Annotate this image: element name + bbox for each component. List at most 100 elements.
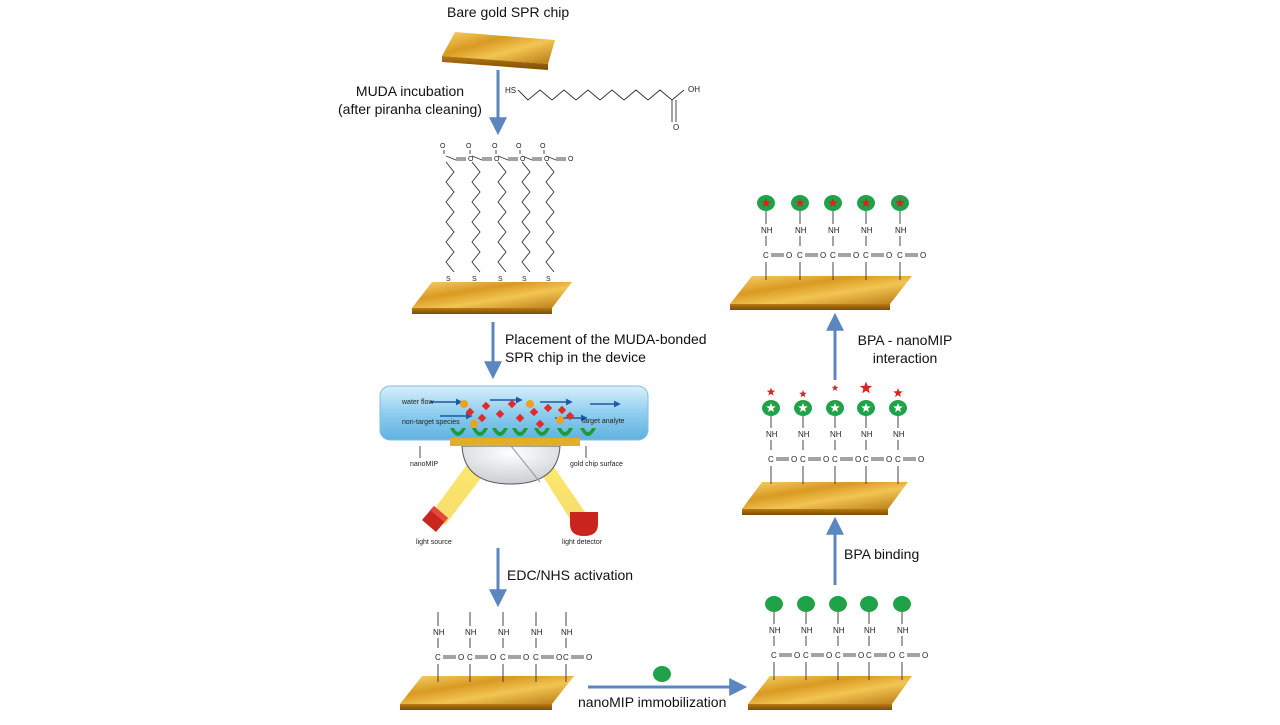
gold-chip-surface	[450, 438, 580, 446]
bare-chip-title: Bare gold SPR chip	[447, 4, 570, 20]
receptor	[472, 428, 488, 436]
linker-nanomip: C O NH	[769, 610, 800, 680]
carbon-label: C	[863, 455, 869, 464]
sam-o-label: O	[516, 143, 522, 150]
carbon-label: C	[563, 653, 569, 662]
target-analyte	[477, 413, 487, 423]
oxygen-label: O	[853, 251, 859, 260]
light-source	[422, 506, 448, 532]
carbon-label: C	[897, 251, 903, 260]
carbon-label: C	[863, 251, 869, 260]
nanomip-bead	[860, 596, 878, 612]
muda-label-1: MUDA incubation	[355, 83, 465, 99]
amine-label: NH	[561, 628, 573, 637]
carbon-label: C	[435, 653, 441, 662]
oxygen-label: O	[922, 651, 928, 660]
receptor	[557, 428, 573, 436]
placement-label-1: Placement of the MUDA-bonded	[505, 331, 707, 347]
target-analyte	[543, 403, 553, 413]
amine-label: NH	[531, 628, 543, 637]
oxygen-label: O	[826, 651, 832, 660]
bpa-star	[895, 198, 905, 207]
sulfur-label: S	[472, 276, 477, 283]
linker-activated: C O NH	[433, 612, 464, 682]
carbon-label: C	[803, 651, 809, 660]
oxygen-label: O	[889, 651, 895, 660]
non-target-particle	[460, 400, 468, 408]
gold-surface-label: gold chip surface	[570, 461, 623, 468]
oxygen-label: O	[523, 653, 529, 662]
sulfur-label: S	[446, 276, 451, 283]
sam-o2-label: O	[568, 156, 574, 163]
bpa-star	[830, 403, 840, 412]
carbon-label: C	[800, 455, 806, 464]
linker-nanomip: C O NH	[864, 610, 895, 680]
prism	[461, 445, 561, 485]
receptor	[580, 428, 596, 436]
target-analyte	[481, 401, 491, 411]
amine-label: NH	[766, 430, 778, 439]
carbon-label: C	[771, 651, 777, 660]
amine-label: NH	[769, 626, 781, 635]
free-nanomip	[653, 666, 671, 682]
bpa-star	[761, 198, 771, 207]
spr-device: water flow non-target species target ana…	[379, 385, 649, 546]
nanomip-chip	[748, 676, 912, 710]
muda-chip	[412, 282, 572, 314]
oxygen-label: O	[490, 653, 496, 662]
nanomip-bead	[829, 596, 847, 612]
oxygen-label: O	[786, 251, 792, 260]
oxygen-label: O	[794, 651, 800, 660]
oxygen-label: O	[791, 455, 797, 464]
bpa-interaction-label-2: interaction	[872, 350, 938, 366]
amine-label: NH	[830, 430, 842, 439]
receptor	[450, 428, 466, 436]
oxygen-label: O	[820, 251, 826, 260]
target-analyte	[515, 413, 525, 423]
muda-label-2: (after piranha cleaning)	[338, 101, 482, 117]
bpa-star	[861, 403, 871, 412]
carbonyl-o-label: O	[673, 123, 679, 132]
bpa-star	[766, 403, 776, 412]
nanomip-beads	[653, 195, 911, 682]
amine-label: NH	[861, 430, 873, 439]
carbon-label: C	[467, 653, 473, 662]
receptor	[512, 428, 528, 436]
oxygen-label: O	[458, 653, 464, 662]
amine-label: NH	[433, 628, 445, 637]
bpa-star	[893, 403, 903, 412]
amine-label: NH	[828, 226, 840, 235]
bpa-binding-label: BPA binding	[844, 546, 920, 562]
carbon-label: C	[899, 651, 905, 660]
bpa-star	[828, 198, 838, 207]
bpa-star	[831, 384, 839, 391]
sulfur-label: S	[498, 276, 503, 283]
carbon-label: C	[797, 251, 803, 260]
sam-o2-label: O	[494, 156, 500, 163]
carbon-label: C	[832, 455, 838, 464]
amine-label: NH	[864, 626, 876, 635]
sam-o-label: O	[492, 143, 498, 150]
alkyl-chain	[545, 161, 555, 273]
sam-o2-label: O	[544, 156, 550, 163]
bpa-star	[861, 198, 871, 207]
nanomip-immobilization-label: nanoMIP immobilization	[578, 694, 727, 710]
target-analyte	[557, 405, 567, 415]
sulfur-label: S	[546, 276, 551, 283]
target-analyte-label: target analyte	[582, 418, 625, 425]
alkyl-chain	[521, 161, 531, 273]
target-analyte	[495, 409, 505, 419]
carbon-label: C	[866, 651, 872, 660]
